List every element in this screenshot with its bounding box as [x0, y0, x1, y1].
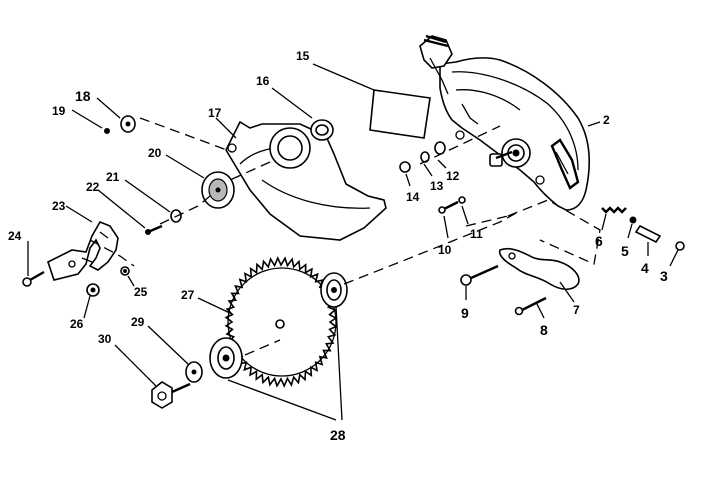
nut-25 [120, 266, 130, 276]
callout-19: 19 [52, 104, 66, 118]
callout-7: 7 [573, 303, 580, 317]
screw-24 [22, 270, 45, 287]
pivot-washer-20 [201, 171, 235, 209]
callout-25: 25 [134, 285, 148, 299]
callout-27: 27 [181, 288, 195, 302]
cap-3 [675, 241, 685, 251]
upper-blade-guard [419, 34, 591, 211]
washer-18 [120, 115, 136, 133]
leader-lines [27, 63, 679, 421]
outer-flange [320, 272, 348, 308]
callout-3: 3 [660, 268, 668, 284]
callout-24: 24 [8, 229, 22, 243]
callout-20: 20 [148, 146, 162, 160]
callout-11: 11 [470, 227, 483, 241]
callout-5: 5 [621, 243, 629, 259]
lower-blade-guard [225, 120, 387, 241]
callout-30: 30 [98, 332, 112, 346]
callout-29: 29 [131, 315, 145, 329]
callout-26: 26 [70, 317, 84, 331]
callout-10: 10 [438, 243, 452, 257]
nut-14 [399, 161, 411, 173]
washer-11 [458, 196, 466, 204]
callout-12: 12 [446, 169, 460, 183]
washer-12 [434, 141, 446, 155]
callout-15: 15 [296, 49, 310, 63]
saw-blade [224, 256, 338, 388]
bracket-23 [47, 220, 119, 281]
callout-labels: 2 3 4 5 6 7 8 9 10 11 12 13 14 15 16 17 … [8, 49, 668, 443]
callout-17: 17 [208, 106, 222, 120]
spring-6 [601, 206, 627, 214]
assembly-lines [89, 117, 601, 356]
screw-26 [86, 283, 100, 297]
callout-23: 23 [52, 199, 66, 213]
screw-19 [104, 128, 110, 134]
arbor-shaft [489, 150, 513, 167]
callout-9: 9 [461, 305, 469, 321]
blade-bolt-30 [151, 381, 191, 409]
bolt-8 [514, 296, 547, 316]
washer-16 [310, 119, 334, 141]
callout-4: 4 [641, 260, 649, 276]
washer-5 [629, 216, 637, 224]
pin-4 [634, 224, 662, 244]
callout-13: 13 [430, 179, 444, 193]
callout-6: 6 [595, 233, 603, 249]
bolt-10 [438, 200, 459, 214]
bolt-9 [460, 264, 499, 286]
washer-29 [185, 361, 203, 383]
inner-flange [209, 337, 243, 379]
callout-14: 14 [406, 190, 420, 204]
callout-2: 2 [603, 113, 610, 127]
callout-16: 16 [256, 74, 270, 88]
callout-28: 28 [330, 427, 346, 443]
label-plate [369, 89, 431, 139]
callout-22: 22 [86, 180, 100, 194]
link-7 [498, 247, 580, 291]
callout-8: 8 [540, 322, 548, 338]
callout-21: 21 [106, 170, 120, 184]
callout-18: 18 [75, 88, 91, 104]
